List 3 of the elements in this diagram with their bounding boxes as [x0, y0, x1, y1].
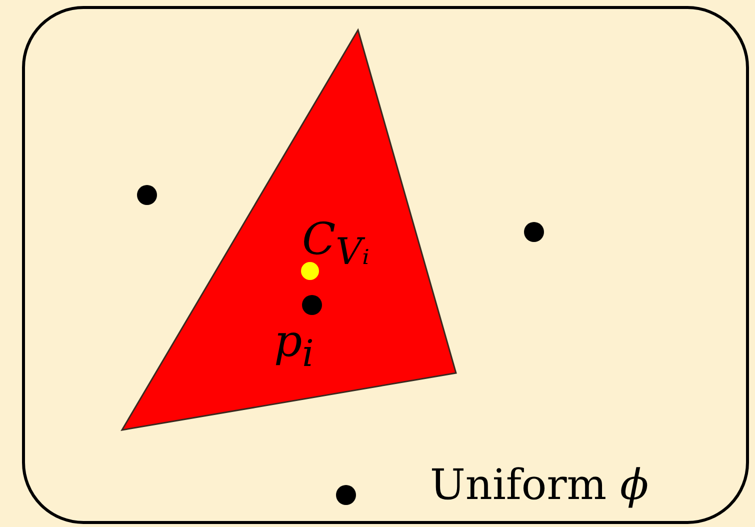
panel-label: Uniform ϕ [430, 464, 649, 506]
point-label: p$_{i}$ [274, 320, 314, 372]
centroid-label: C$_{Vᵢ}$ [302, 218, 370, 270]
